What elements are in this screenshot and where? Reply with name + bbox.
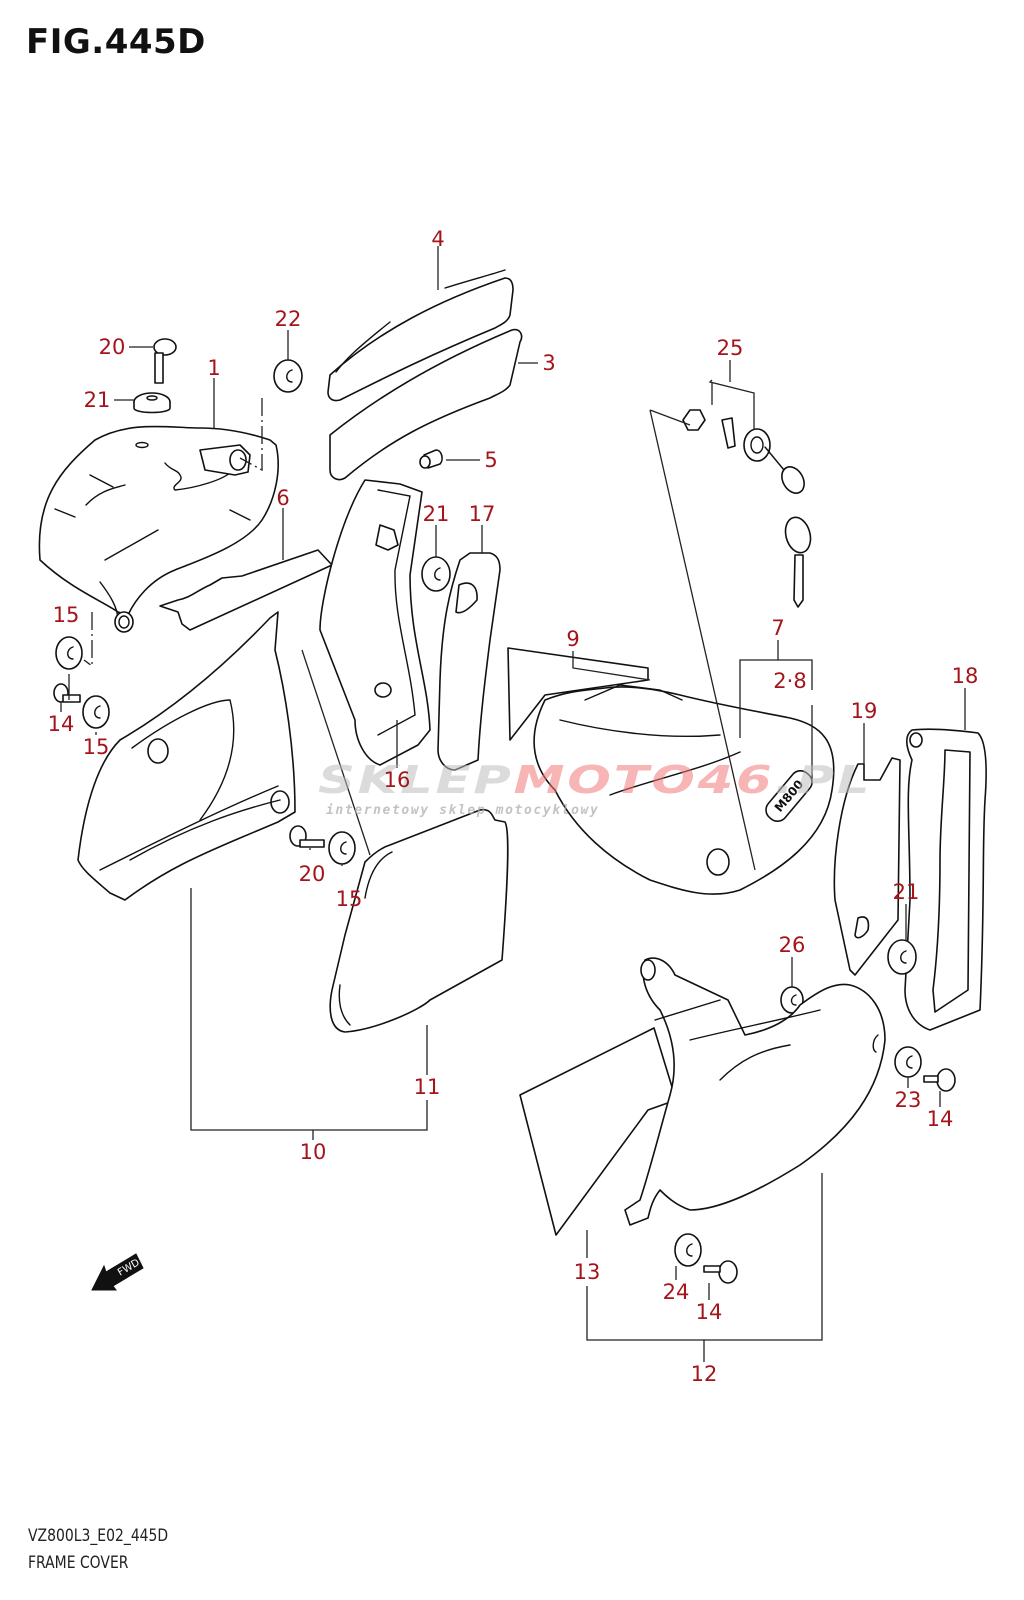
part-21-grommet-middle[interactable] (421, 556, 451, 592)
part-11-inner-cover[interactable] (329, 808, 509, 1033)
part-9-seal[interactable] (507, 647, 649, 741)
part-24-grommet[interactable] (674, 1233, 702, 1267)
part-6-seal[interactable] (159, 549, 333, 631)
part-14-screw-right[interactable] (923, 1068, 956, 1092)
figure-title: FIG.445D (26, 22, 206, 62)
part-5-collar[interactable] (419, 449, 443, 469)
part-18-frame-cover-rear[interactable] (904, 728, 987, 1031)
part-20-screw-top[interactable] (153, 338, 177, 384)
callout-24[interactable]: 24 (662, 1280, 690, 1304)
watermark-brand: SKLEPMOTO46.PL (318, 758, 872, 802)
callout-4[interactable]: 4 (431, 227, 445, 251)
callout-26[interactable]: 26 (778, 933, 806, 957)
part-4-emblem[interactable] (327, 269, 514, 402)
callout-16[interactable]: 16 (383, 768, 411, 792)
leader-lines (60, 246, 966, 1362)
callout-20-top[interactable]: 20 (98, 335, 126, 359)
callout-23[interactable]: 23 (894, 1088, 922, 1112)
part-17-plate[interactable] (437, 552, 501, 771)
callout-15-middle[interactable]: 15 (335, 887, 363, 911)
part-25-lock-set[interactable] (682, 409, 814, 608)
callout-14-lower[interactable]: 14 (695, 1300, 723, 1324)
callout-25[interactable]: 25 (716, 336, 744, 360)
callout-6[interactable]: 6 (276, 486, 290, 510)
part-15-grommet-left-upper[interactable] (55, 636, 83, 670)
callout-21-top[interactable]: 21 (83, 388, 111, 412)
part-12-side-cover-lower[interactable] (624, 957, 886, 1226)
callout-13[interactable]: 13 (573, 1260, 601, 1284)
fwd-arrow-icon: FWD (91, 1253, 144, 1291)
callout-12[interactable]: 12 (690, 1362, 718, 1386)
callout-5[interactable]: 5 (484, 448, 498, 472)
part-23-grommet[interactable] (894, 1046, 922, 1078)
part-15-grommet-left-lower[interactable] (82, 695, 110, 729)
part-3-emblem[interactable] (329, 328, 523, 481)
part-14-screw-lower[interactable] (703, 1260, 738, 1284)
callout-14-left[interactable]: 14 (47, 712, 75, 736)
watermark-brand-left: SKLEP (318, 758, 514, 802)
callout-7[interactable]: 7 (771, 616, 785, 640)
callout-21-middle[interactable]: 21 (422, 502, 450, 526)
callout-20-middle[interactable]: 20 (298, 862, 326, 886)
part-21-grommet-top[interactable] (133, 392, 171, 414)
part-14-screw-left[interactable] (53, 683, 81, 703)
callout-2-8[interactable]: 2·8 (773, 669, 807, 693)
model-code: VZ800L3_E02_445D (28, 1526, 169, 1546)
callout-22[interactable]: 22 (274, 307, 302, 331)
watermark-brand-accent: MOTO46 (513, 758, 775, 802)
watermark-tagline: internetowy sklep motocyklowy (326, 803, 600, 818)
part-15-grommet-middle[interactable] (328, 831, 356, 865)
part-13-seal[interactable] (519, 1027, 677, 1236)
callout-3[interactable]: 3 (542, 351, 556, 375)
callout-15-left-upper[interactable]: 15 (52, 603, 80, 627)
part-16-bracket[interactable] (319, 479, 431, 766)
part-22-grommet[interactable] (273, 359, 303, 393)
part-10-side-cover-left[interactable] (77, 611, 296, 901)
callout-14-right[interactable]: 14 (926, 1107, 954, 1131)
part-7-side-cover-right[interactable]: M800 (533, 684, 835, 895)
callout-9[interactable]: 9 (566, 627, 580, 651)
part-1-frame-cover-front[interactable] (38, 425, 279, 633)
callout-21-right[interactable]: 21 (892, 880, 920, 904)
part-19-plate[interactable] (833, 757, 901, 976)
callout-17[interactable]: 17 (468, 502, 496, 526)
callout-15-left-lower[interactable]: 15 (82, 735, 110, 759)
watermark-brand-right: .PL (774, 758, 873, 802)
figure-name: FRAME COVER (28, 1553, 129, 1573)
part-20-screw-middle[interactable] (289, 825, 325, 848)
callout-18[interactable]: 18 (951, 664, 979, 688)
callout-1[interactable]: 1 (207, 356, 221, 380)
callout-10[interactable]: 10 (299, 1140, 327, 1164)
callout-19[interactable]: 19 (850, 699, 878, 723)
callout-11[interactable]: 11 (413, 1075, 441, 1099)
part-21-grommet-right[interactable] (887, 939, 917, 975)
